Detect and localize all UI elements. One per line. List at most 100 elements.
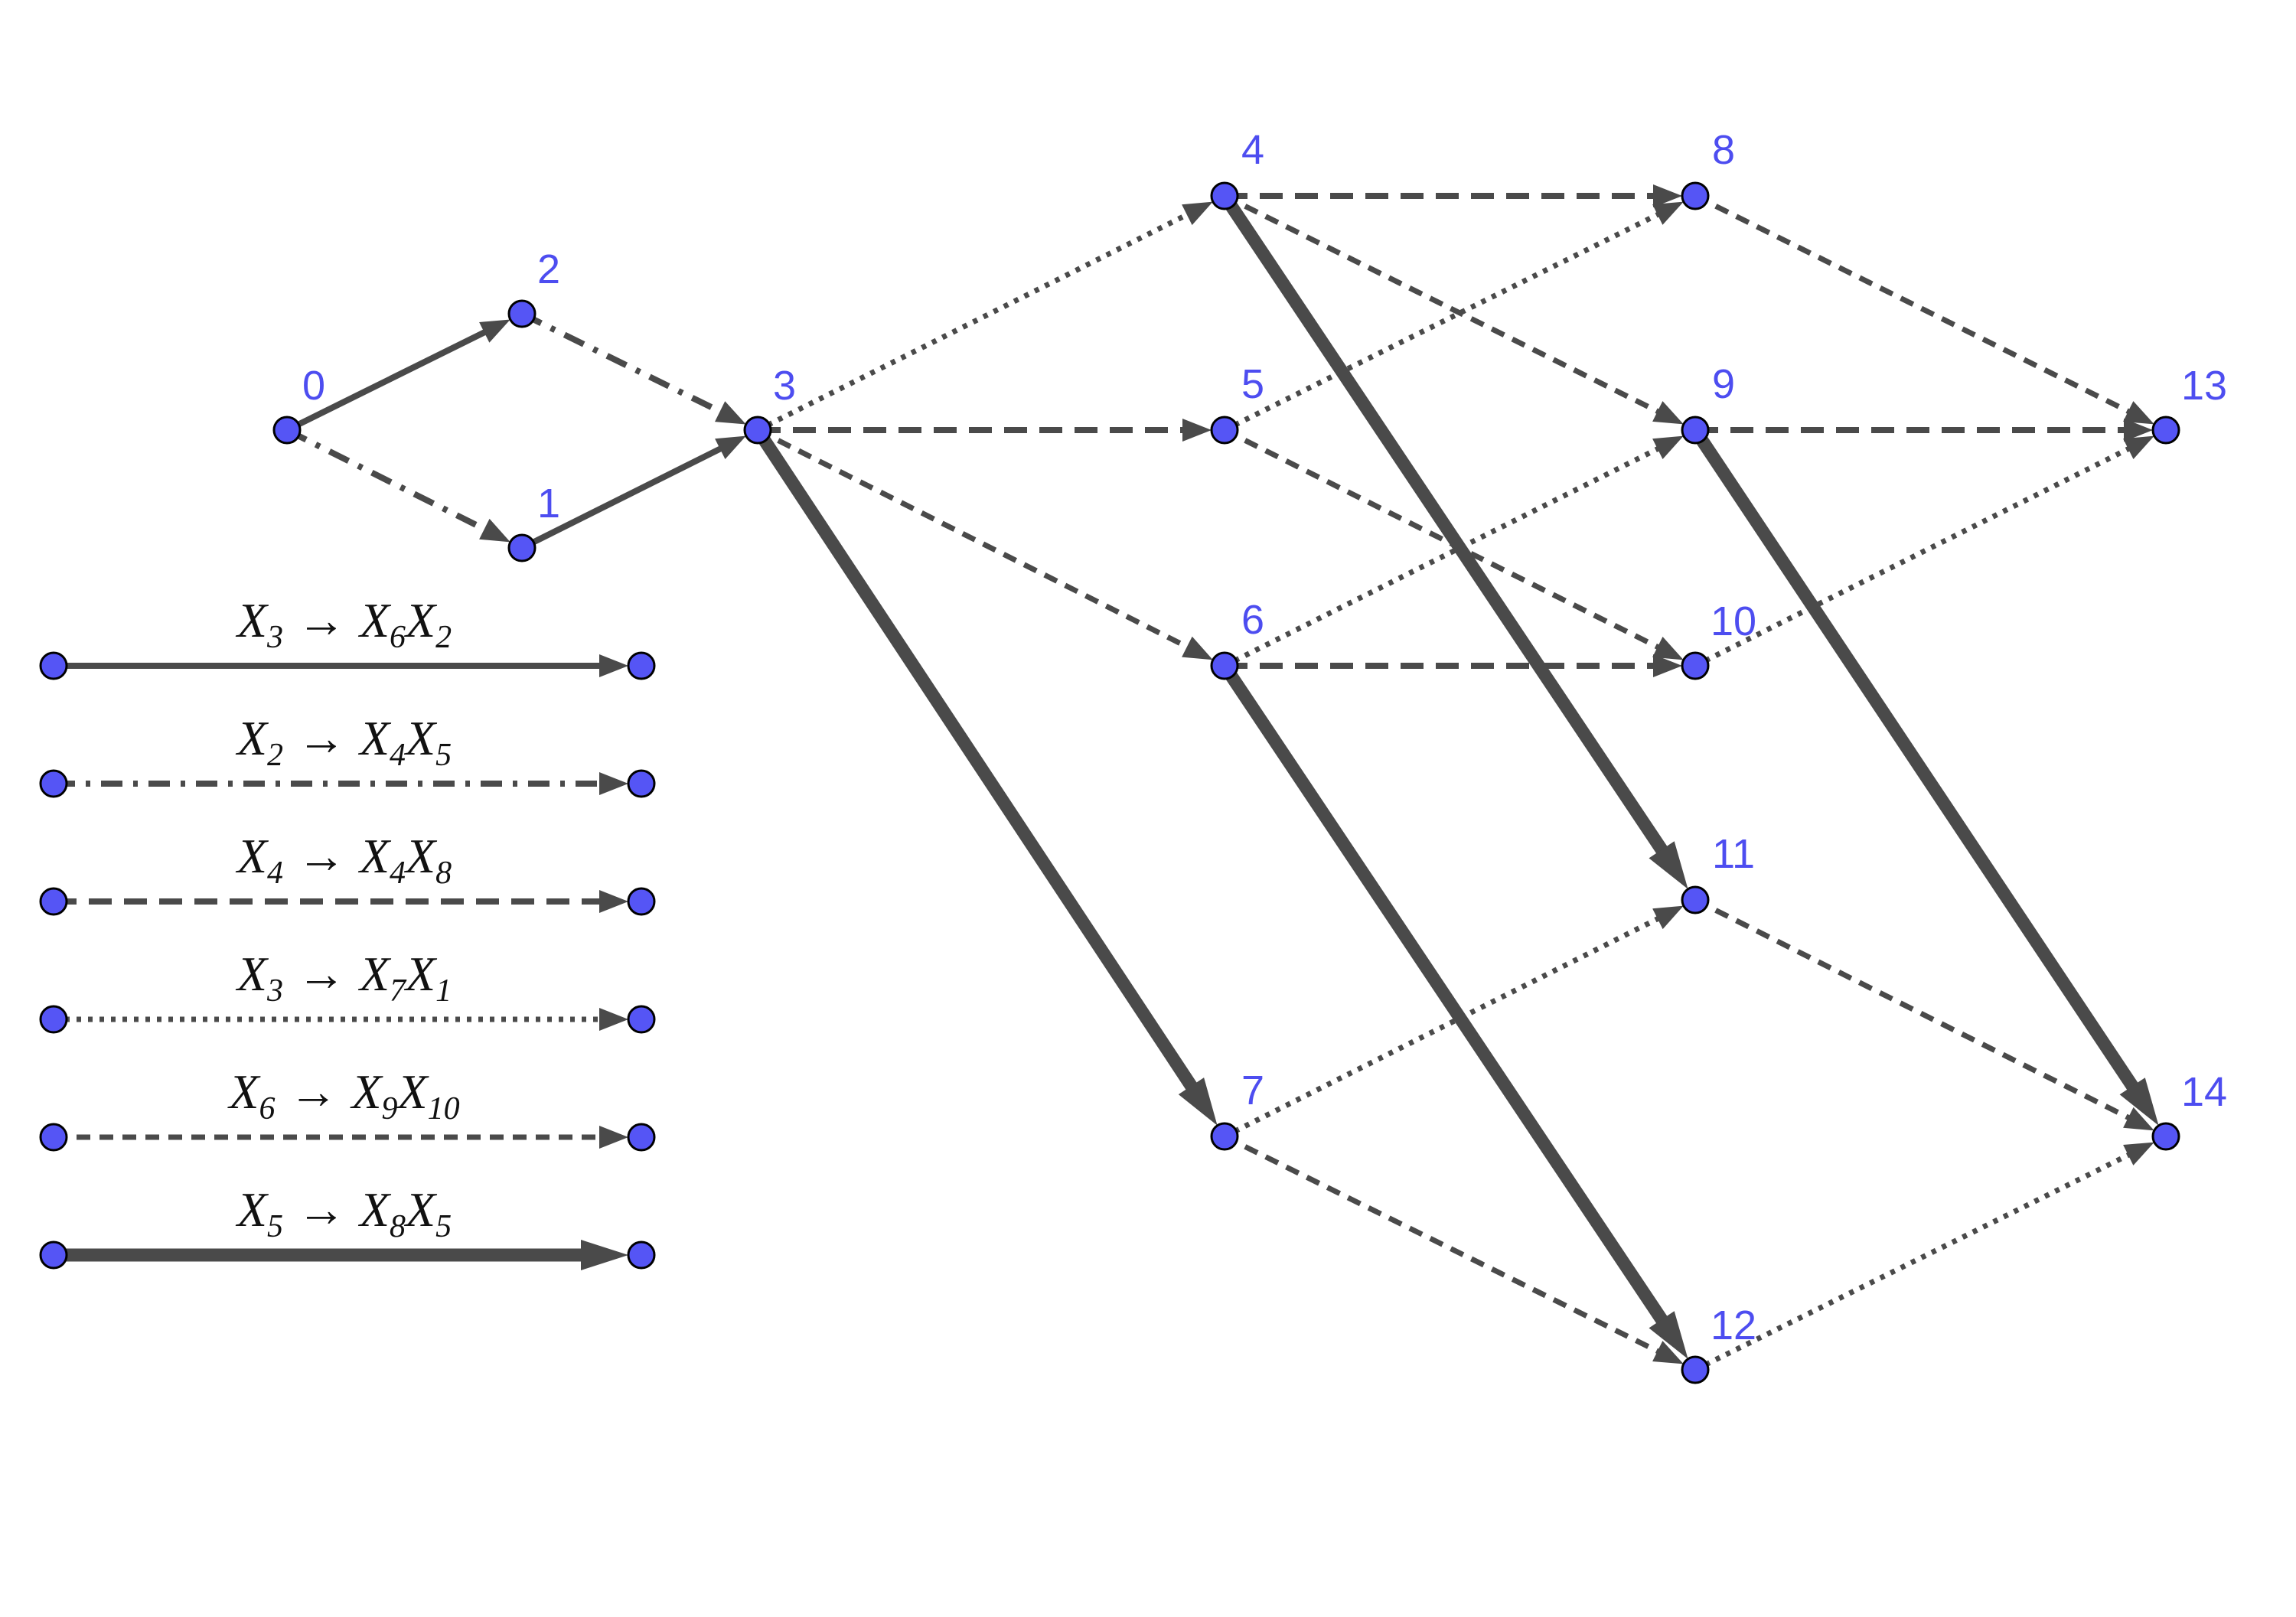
node-2 bbox=[507, 299, 536, 328]
legend-lines-layer bbox=[54, 654, 628, 1270]
legend-rule-2-lhs-sub: 2 bbox=[267, 738, 283, 773]
edge-0-to-2-arrowhead bbox=[479, 319, 510, 343]
legend-rule-5: X6→X9X10 bbox=[227, 1064, 459, 1126]
legend-rule-5-r2-sub: 10 bbox=[428, 1091, 460, 1126]
node-label-14: 14 bbox=[2181, 1069, 2227, 1115]
edge-3-to-6-arrowhead bbox=[1182, 636, 1213, 660]
legend-start-node-4 bbox=[39, 1005, 68, 1034]
edge-7-to-12 bbox=[1223, 1133, 1684, 1364]
legend-rule-1-arrow: → bbox=[297, 593, 346, 647]
edge-3-to-5 bbox=[758, 419, 1212, 442]
edge-9-to-13 bbox=[1695, 419, 2153, 442]
legend-line-5-arrowhead bbox=[599, 1126, 628, 1149]
edge-9-to-14-arrowhead bbox=[2119, 1077, 2159, 1126]
node-13 bbox=[2151, 416, 2180, 445]
edge-8-to-13 bbox=[1694, 193, 2154, 425]
legend-rule-6-lhs: X bbox=[235, 1182, 269, 1237]
edge-0-to-1 bbox=[285, 427, 510, 543]
legend-text-layer: X3→X6X2X2→X4X5X4→X4X8X3→X7X1X6→X9X10X5→X… bbox=[227, 593, 459, 1244]
edge-9-to-14 bbox=[1689, 426, 2159, 1126]
legend-rule-3: X4→X4X8 bbox=[235, 829, 452, 891]
node-label-12: 12 bbox=[1711, 1302, 1756, 1348]
edge-5-to-8 bbox=[1223, 201, 1684, 433]
legend-line-4-arrowhead bbox=[599, 1008, 628, 1031]
edge-0-to-1-line bbox=[285, 427, 489, 533]
node-label-4: 4 bbox=[1241, 127, 1264, 173]
edge-7-to-12-arrowhead bbox=[1652, 1341, 1684, 1364]
legend-rule-6: X5→X8X5 bbox=[235, 1182, 452, 1244]
legend-rule-6-r2-sub: 5 bbox=[435, 1209, 452, 1244]
legend-rule-4-r2-sub: 1 bbox=[435, 973, 452, 1009]
node-label-3: 3 bbox=[773, 363, 796, 409]
edge-3-to-4 bbox=[756, 201, 1213, 433]
edge-7-to-11 bbox=[1223, 905, 1684, 1139]
node-label-6: 6 bbox=[1241, 597, 1264, 643]
legend-rule-2-r2-sub: 5 bbox=[435, 738, 452, 773]
legend-end-node-6 bbox=[627, 1240, 656, 1270]
edge-12-to-14 bbox=[1694, 1142, 2154, 1373]
legend-rule-6-arrow: → bbox=[297, 1182, 346, 1237]
legend-line-6-arrowhead bbox=[581, 1240, 628, 1270]
node-label-1: 1 bbox=[537, 481, 560, 527]
legend-line-1 bbox=[54, 654, 628, 677]
legend-rule-4-r1: X bbox=[357, 947, 392, 1001]
legend-rule-1-r1: X bbox=[357, 593, 392, 647]
node-label-5: 5 bbox=[1241, 361, 1264, 407]
edge-9-to-13-arrowhead bbox=[2124, 419, 2153, 442]
legend-rule-6-r1: X bbox=[357, 1182, 392, 1237]
edge-2-to-3-arrowhead bbox=[715, 401, 746, 425]
legend-rule-4-r1-sub: 7 bbox=[390, 973, 407, 1009]
legend-line-1-arrowhead bbox=[599, 654, 628, 677]
node-3 bbox=[743, 416, 772, 445]
edge-6-to-9-line bbox=[1223, 445, 1662, 669]
legend-line-2 bbox=[54, 772, 628, 795]
legend-rule-5-r1: X bbox=[349, 1064, 383, 1119]
edge-11-to-14-arrowhead bbox=[2123, 1107, 2154, 1131]
edge-11-to-14 bbox=[1694, 897, 2154, 1131]
legend-rule-2-arrow: → bbox=[297, 711, 346, 765]
legend-rule-5-lhs: X bbox=[227, 1064, 261, 1119]
edge-0-to-1-arrowhead bbox=[479, 518, 510, 543]
node-6 bbox=[1210, 651, 1239, 680]
legend-end-node-2 bbox=[627, 769, 656, 798]
edge-1-to-3-arrowhead bbox=[715, 435, 746, 459]
legend-rule-1-lhs-sub: 3 bbox=[266, 620, 283, 655]
legend-rule-1-r1-sub: 6 bbox=[390, 620, 406, 655]
node-label-11: 11 bbox=[1712, 831, 1755, 877]
node-14 bbox=[2151, 1122, 2180, 1151]
edge-0-to-2-line bbox=[285, 328, 489, 433]
edge-5-to-10 bbox=[1223, 427, 1684, 660]
node-10 bbox=[1681, 651, 1710, 680]
edge-5-to-8-arrowhead bbox=[1652, 201, 1684, 225]
edge-3-to-7 bbox=[752, 426, 1218, 1126]
legend-rule-2-lhs: X bbox=[235, 711, 269, 765]
edge-8-to-13-line bbox=[1694, 193, 2132, 416]
legend-rule-3-lhs-sub: 4 bbox=[267, 856, 283, 891]
edge-8-to-13-arrowhead bbox=[2123, 401, 2154, 425]
edge-3-to-7-line bbox=[752, 426, 1199, 1093]
legend-rule-4-lhs-sub: 3 bbox=[266, 973, 283, 1009]
edge-6-to-10-arrowhead bbox=[1653, 654, 1682, 677]
edge-9-to-14-line bbox=[1689, 426, 2140, 1093]
node-label-2: 2 bbox=[537, 246, 560, 292]
legend-end-node-3 bbox=[627, 887, 656, 916]
legend-rule-1-r2: X bbox=[403, 593, 438, 647]
legend-line-6 bbox=[54, 1240, 628, 1270]
legend-rule-3-arrow: → bbox=[297, 829, 346, 883]
legend-rule-2-r1-sub: 4 bbox=[390, 738, 406, 773]
edge-6-to-9 bbox=[1223, 435, 1684, 669]
edge-6-to-12-line bbox=[1218, 662, 1669, 1326]
legend-rule-5-lhs-sub: 6 bbox=[259, 1091, 275, 1126]
edge-3-to-4-arrowhead bbox=[1182, 201, 1213, 226]
edge-3-to-6-line bbox=[756, 427, 1192, 651]
legend-end-node-1 bbox=[627, 651, 656, 680]
node-8 bbox=[1681, 181, 1710, 210]
edge-3-to-6 bbox=[756, 427, 1213, 660]
legend-line-5 bbox=[54, 1126, 628, 1149]
edge-3-to-7-arrowhead bbox=[1178, 1077, 1218, 1126]
legend-rule-3-lhs: X bbox=[235, 829, 269, 883]
legend-rule-3-r1-sub: 4 bbox=[390, 856, 406, 891]
node-5 bbox=[1210, 416, 1239, 445]
edge-4-to-8 bbox=[1225, 184, 1682, 207]
